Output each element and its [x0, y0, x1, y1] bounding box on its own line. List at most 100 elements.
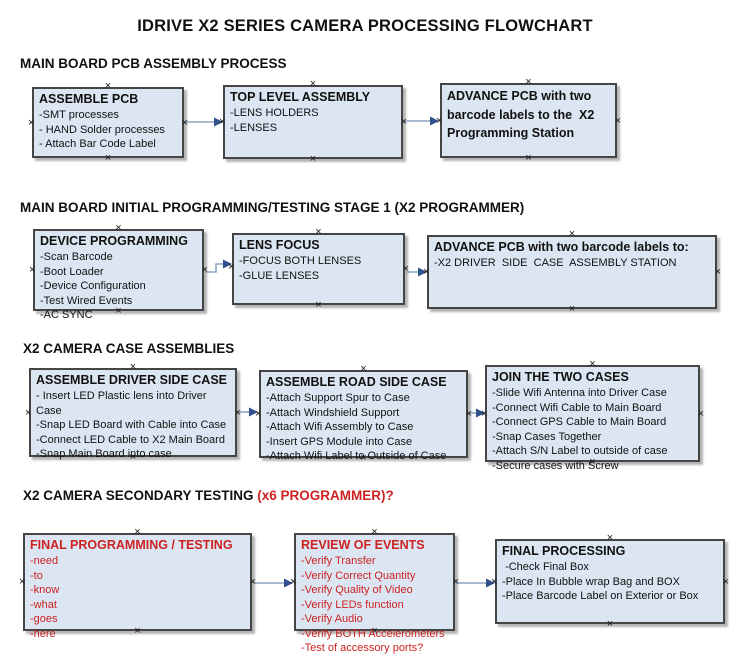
section-heading-pcb-assembly: MAIN BOARD PCB ASSEMBLY PROCESS — [20, 56, 287, 71]
flow-step-item: -Snap Main Board into case — [36, 448, 172, 460]
flow-box-items: - Insert LED Plastic lens into Driver Ca… — [36, 389, 231, 462]
flow-step-item: -Connect GPS Cable to Main Board — [492, 416, 667, 428]
flow-step-item: -Boot Loader — [40, 265, 104, 278]
flow-step-item: -Device Configuration — [40, 280, 146, 292]
flow-step-item: -SMT processes — [39, 109, 119, 121]
connection-handle-icon: × — [481, 407, 488, 420]
flow-box-title: REVIEW OF EVENTS — [301, 538, 425, 552]
connection-handle-icon: × — [491, 575, 498, 588]
flow-box-title: ADVANCE PCB with two barcode labels to: — [434, 240, 689, 254]
connection-handle-icon: × — [228, 261, 235, 273]
flow-step-item: -Check Final Box — [502, 561, 589, 573]
flow-step-item: -Test of accessory ports? — [301, 642, 424, 654]
flow-box-title: ADVANCE PCB with two barcode labels to t… — [447, 89, 598, 140]
flow-step-item: -Place In Bubble wrap Bag and BOX — [502, 575, 680, 588]
connection-handle-icon: × — [315, 226, 322, 238]
section-heading-secondary-testing: X2 CAMERA SECONDARY TESTING (x6 PROGRAMM… — [23, 488, 394, 503]
connection-handle-icon: × — [181, 116, 188, 129]
flow-step-item: -to — [30, 569, 43, 582]
flow-box-assemble-pcb[interactable]: × × × × ASSEMBLE PCB -SMT processes - HAN… — [28, 81, 188, 164]
flow-step-item: -AC SYNC — [40, 309, 93, 321]
flow-box-items: -Check Final Box -Place In Bubble wrap Ba… — [502, 560, 719, 604]
flow-step-item: -Attach Wifi Assembly to Case — [266, 421, 414, 433]
flow-box-final-processing[interactable]: × × × × FINAL PROCESSING -Check Final Bo… — [491, 533, 729, 630]
arrowhead-icon — [476, 408, 485, 418]
connection-handle-icon: × — [465, 408, 472, 420]
flow-box-advance-pcb-driver-station[interactable]: × × × × ADVANCE PCB with two barcode lab… — [423, 229, 721, 315]
flow-step-item: - Insert LED Plastic lens into Driver Ca… — [36, 390, 210, 417]
flow-step-item: -Attach S/N Label to outside of case — [492, 445, 668, 457]
flow-box-title: DEVICE PROGRAMMING — [40, 234, 188, 248]
flow-step-item: -Verify Correct Quantity — [301, 569, 416, 582]
flow-step-item: -Attach Support Spur to Case — [266, 392, 410, 404]
connection-handle-icon: × — [614, 114, 621, 127]
flow-step-item: -Verify Audio — [301, 613, 363, 625]
flow-step-item: -Connect Wifi Cable to Main Board — [492, 401, 662, 414]
flow-box-items: -Scan Barcode-Boot Loader-Device Configu… — [40, 250, 198, 323]
arrowhead-icon — [249, 407, 258, 417]
connection-handle-icon: × — [28, 116, 35, 129]
connection-handle-icon: × — [360, 363, 367, 375]
flow-box-items: -Verify Transfer-Verify Correct Quantity… — [301, 554, 449, 656]
flow-box-join-the-two-cases[interactable]: × × × × JOIN THE TWO CASES -Slide Wifi A… — [481, 359, 704, 472]
flow-box-title: ASSEMBLE PCB — [39, 92, 139, 106]
connection-handle-icon: × — [104, 152, 112, 164]
connection-handle-icon: × — [234, 406, 241, 419]
connection-handle-icon: × — [371, 526, 378, 538]
flow-step-item: -Place Barcode Label on Exterior or Box — [502, 590, 699, 602]
flow-box-review-of-events[interactable]: × × × × REVIEW OF EVENTS -Verify Transfe… — [290, 527, 459, 655]
connection-handle-icon: × — [290, 576, 297, 588]
page-title: IDRIVE X2 SERIES CAMERA PROCESSING FLOWC… — [137, 17, 593, 35]
flow-box-title: JOIN THE TWO CASES — [492, 370, 629, 384]
connection-handle-icon: × — [29, 264, 36, 276]
flow-box-top-level-assembly[interactable]: × × × × TOP LEVEL ASSEMBLY -LENS HOLDERS… — [219, 79, 407, 165]
connection-handle-icon: × — [309, 78, 317, 90]
flow-box-assemble-driver-side-case[interactable]: × × × × ASSEMBLE DRIVER SIDE CASE - Inse… — [25, 362, 241, 463]
flow-step-item: - Attach Bar Code Label — [39, 138, 156, 150]
flow-box-advance-pcb-programming-station[interactable]: × × × × ADVANCE PCB with two barcode lab… — [436, 77, 621, 164]
arrowhead-icon — [418, 267, 427, 277]
connection-handle-icon: × — [423, 266, 430, 278]
connection-handle-icon: × — [129, 361, 137, 373]
connection-handle-icon: × — [697, 407, 704, 420]
connector-elbow-line — [205, 263, 224, 273]
flow-step-item: -Verify BOTH Accelerometers — [301, 627, 445, 640]
connection-handle-icon: × — [589, 358, 596, 370]
flow-step-item: -need — [30, 555, 59, 567]
flow-box-items: -SMT processes - HAND Solder processes - A… — [39, 108, 178, 152]
flow-box-title: FINAL PROCESSING — [502, 544, 626, 558]
flow-step-item: -GLUE LENSES — [239, 269, 320, 282]
connection-handle-icon: × — [400, 116, 407, 128]
flow-step-item: - HAND Solder processes — [39, 123, 165, 136]
connection-handle-icon: × — [606, 618, 614, 630]
connection-handle-icon: × — [714, 266, 721, 278]
flow-step-item: -FOCUS BOTH LENSES — [239, 255, 362, 267]
connection-handle-icon: × — [219, 116, 226, 128]
flow-step-item: -LENS HOLDERS — [230, 107, 319, 119]
flow-step-item: -Test Wired Events — [40, 294, 133, 307]
connection-handle-icon: × — [104, 80, 112, 92]
flow-step-item: -Snap Cases Together — [492, 430, 602, 443]
flow-box-device-programming[interactable]: × × × × DEVICE PROGRAMMING -Scan Barcode… — [29, 223, 208, 322]
connection-handle-icon: × — [525, 76, 532, 88]
flow-step-item: -Attach Windshield Support — [266, 406, 400, 419]
connection-handle-icon: × — [402, 263, 409, 275]
arrowhead-icon — [284, 578, 293, 588]
flow-step-item: -Secure cases with Screw — [492, 459, 619, 472]
flow-step-item: -Verify Quality of Video — [301, 584, 413, 596]
flow-box-items: -Attach Support Spur to Case -Attach Wind… — [266, 391, 462, 464]
flow-box-final-programming-testing[interactable]: × × × × FINAL PROGRAMMING / TESTING -nee… — [19, 527, 256, 640]
flow-box-items: -Slide Wifi Antenna into Driver Case-Con… — [492, 386, 694, 473]
flow-box-lens-focus[interactable]: × × × × LENS FOCUS -FOCUS BOTH LENSES-GL… — [228, 227, 409, 311]
section-heading-black-part: X2 CAMERA SECONDARY TESTING — [23, 488, 254, 503]
flow-box-title: LENS FOCUS — [239, 238, 320, 252]
flow-box-title: FINAL PROGRAMMING / TESTING — [30, 538, 233, 552]
connection-handle-icon: × — [568, 228, 576, 240]
flow-step-item: -Insert GPS Module into Case — [266, 435, 413, 448]
flow-box-title: ASSEMBLE ROAD SIDE CASE — [266, 375, 447, 389]
connection-handle-icon: × — [134, 526, 141, 538]
flow-step-item: -Connect LED Cable to X2 Main Board — [36, 433, 225, 446]
flow-box-assemble-road-side-case[interactable]: × × × × ASSEMBLE ROAD SIDE CASE -Attach … — [255, 364, 472, 464]
flow-box-items: -X2 DRIVER SIDE CASE ASSEMBLY STATION — [434, 256, 711, 271]
connection-handle-icon: × — [722, 575, 729, 588]
